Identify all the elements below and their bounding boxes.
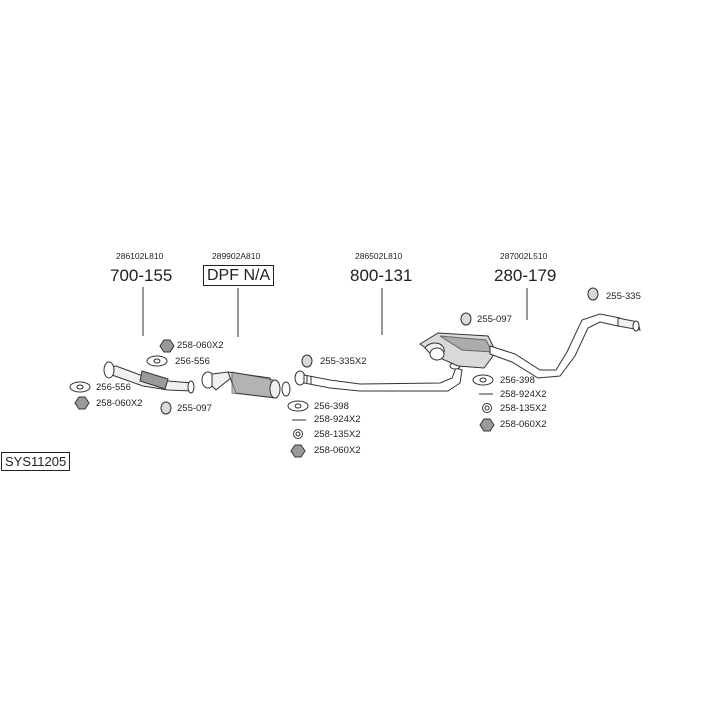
part-label[interactable]: 258-135X2 [500,403,547,414]
nut-icon [479,418,495,432]
part-label[interactable]: 258-060X2 [500,419,547,430]
part-number-main[interactable]: 800-131 [350,266,413,285]
part-label[interactable]: 255-097 [177,403,212,414]
middle-pipe [294,362,463,392]
dpf-unit [201,371,291,399]
rubber-mount-icon [160,401,172,415]
part-label[interactable]: 255-335X2 [320,356,367,367]
part-label[interactable]: 258-924X2 [500,389,547,400]
part-label[interactable]: 258-924X2 [314,414,361,425]
hardware-icons [69,287,599,458]
rear-silencer [419,313,641,379]
part-label[interactable]: 255-335 [606,291,641,302]
part-label[interactable]: 258-135X2 [314,429,361,440]
part-label[interactable]: 256-556 [96,382,131,393]
oem-number: 286502L810 [355,251,403,261]
oem-number: 287002L510 [500,251,548,261]
part-label[interactable]: 258-060X2 [177,340,224,351]
oem-number: 289902A810 [212,251,261,261]
nut-icon [290,444,306,458]
front-pipe [103,361,195,394]
part-label[interactable]: 256-556 [175,356,210,367]
rubber-mount-icon [587,287,599,301]
part-label[interactable]: 256-398 [500,375,535,386]
part-label[interactable]: 258-060X2 [96,398,143,409]
part-label[interactable]: 258-060X2 [314,445,361,456]
dpf-label: DPF N/A [203,265,275,286]
rubber-mount-icon [301,354,313,368]
part-number-main[interactable]: 280-179 [494,266,557,285]
nut-icon [159,339,175,353]
system-code: SYS11205 [1,452,71,471]
nut-icon [74,396,90,410]
oem-number: 286102L810 [116,251,164,261]
rubber-mount-icon [460,312,472,326]
part-label[interactable]: 256-398 [314,401,349,412]
part-label[interactable]: 255-097 [477,314,512,325]
part-number-main[interactable]: 700-155 [110,266,173,285]
